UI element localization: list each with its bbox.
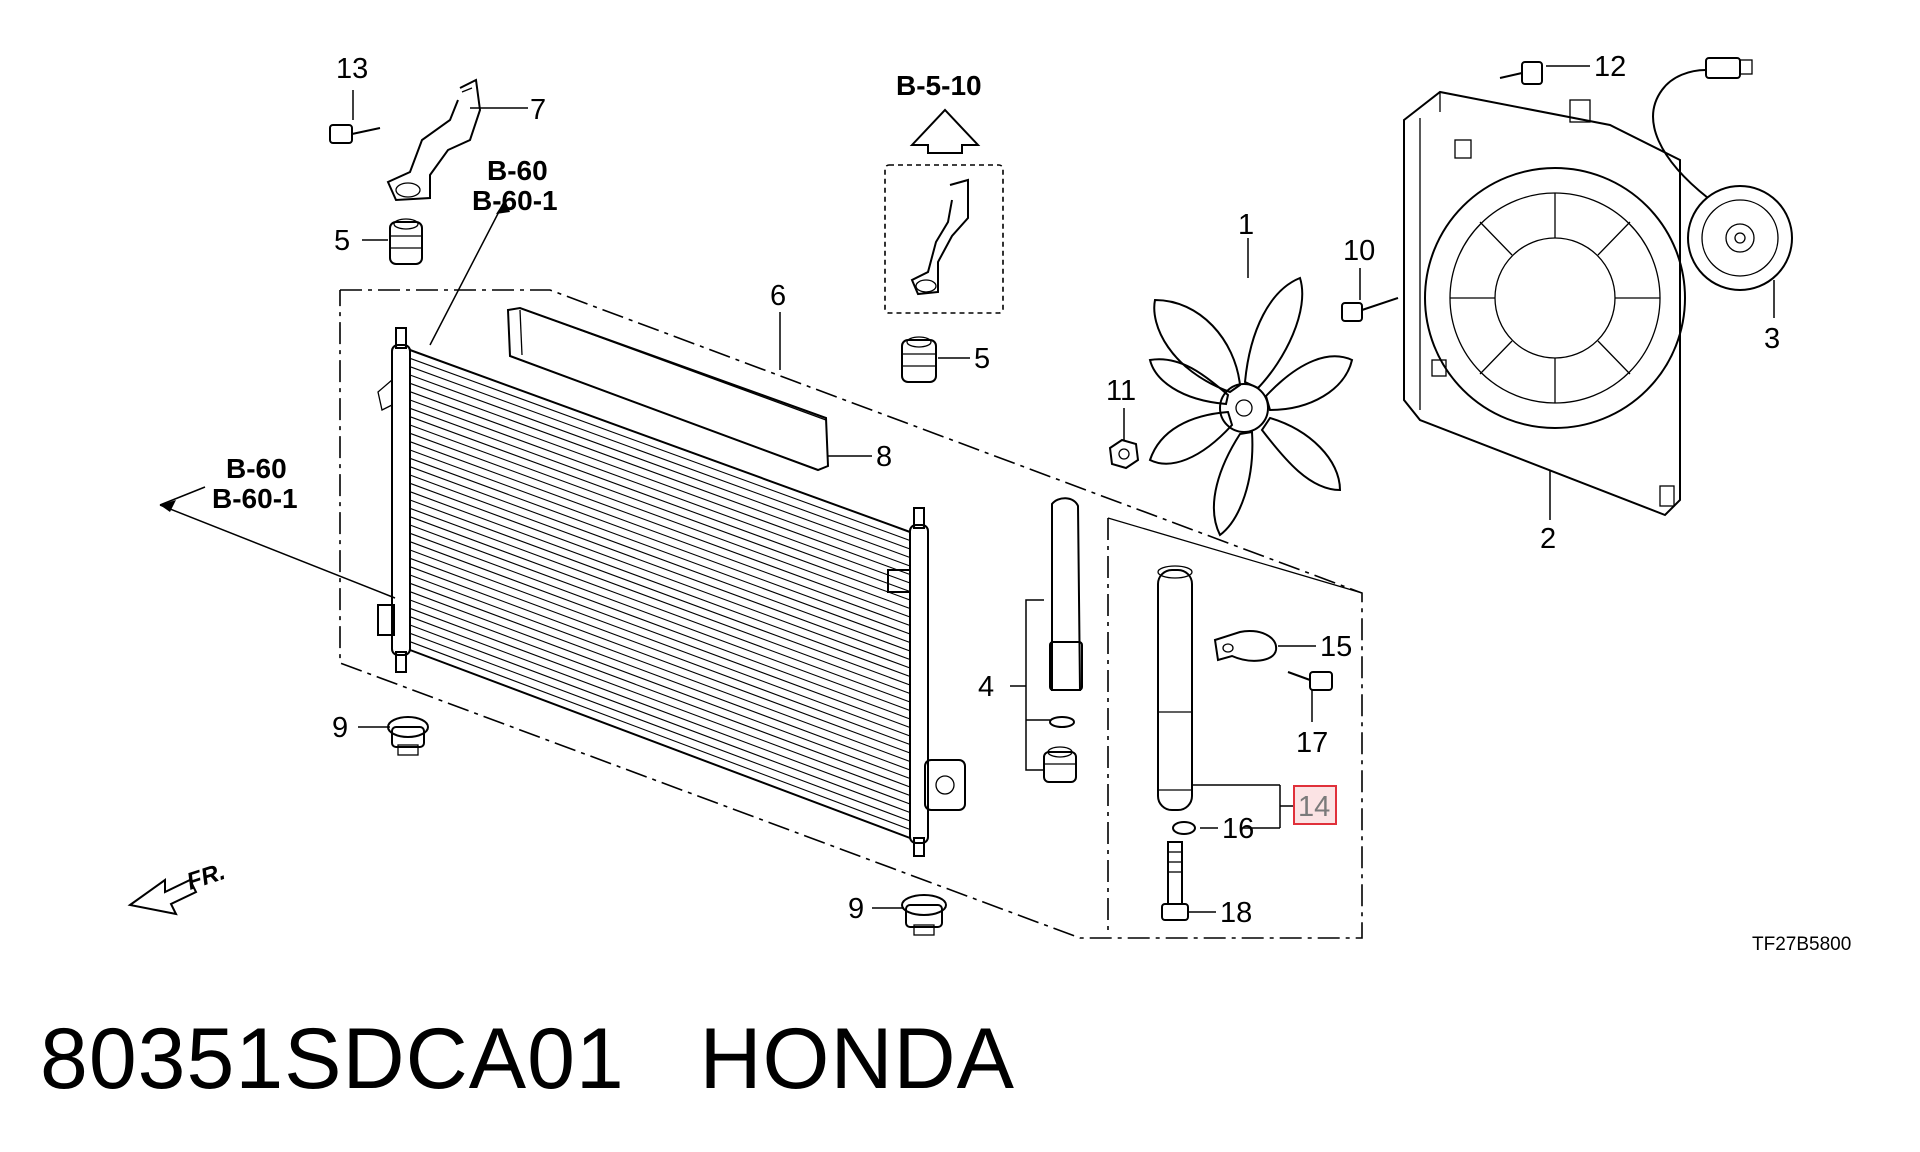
front-label: FR.: [184, 858, 229, 896]
fan-motor: [1652, 57, 1793, 291]
condenser-fins: [409, 357, 911, 831]
condenser-fin: [409, 557, 911, 746]
receiver-dryer: [1157, 565, 1193, 811]
condenser-fin: [409, 516, 911, 703]
condenser-fin: [409, 532, 911, 720]
mount-rubber-5-middle: [901, 336, 937, 383]
fan-shroud: [1403, 90, 1686, 517]
callout-12[interactable]: 12: [1594, 51, 1626, 83]
callout-3[interactable]: 3: [1764, 323, 1780, 355]
desiccant-4: [1043, 497, 1083, 783]
ref-b-5-10[interactable]: B-5-10: [896, 70, 982, 101]
callout-5-top[interactable]: 5: [334, 225, 350, 257]
bolt-12: [1499, 61, 1543, 85]
condenser-fin: [409, 457, 911, 644]
condenser-fin: [409, 632, 911, 822]
condenser-fin: [409, 374, 911, 559]
footer-part-info: 80351SDCA01 HONDA: [40, 1010, 1015, 1109]
condenser-fin: [409, 382, 911, 567]
condenser-fin: [409, 524, 911, 712]
condenser-fin: [409, 582, 911, 771]
bracket-15: [1213, 630, 1278, 662]
condenser-fin: [409, 357, 911, 542]
callout-17[interactable]: 17: [1296, 727, 1328, 759]
condenser-fin: [409, 574, 911, 763]
footer-part-number: 80351SDCA01: [40, 1011, 625, 1107]
condenser-fin: [409, 507, 911, 695]
condenser-boundary: [339, 289, 1363, 939]
nut-11: [1108, 438, 1140, 470]
condenser-fin: [409, 591, 911, 780]
ref-b-60-1-top[interactable]: B-60-1: [472, 185, 558, 216]
callout-labels: 13 7 5 6 8 9 9 5 1 11 10 12 3 2 4 15 17 …: [332, 51, 1780, 929]
condenser-fin: [409, 616, 911, 805]
condenser-fin: [409, 566, 911, 754]
callout-16[interactable]: 16: [1222, 813, 1254, 845]
callout-4[interactable]: 4: [978, 671, 994, 703]
callout-10[interactable]: 10: [1343, 235, 1375, 267]
cushion-9-bottom: [901, 894, 947, 936]
upper-bracket-7: [386, 78, 482, 202]
b-5-10-inset: [884, 108, 1004, 314]
callout-5-middle[interactable]: 5: [974, 343, 990, 375]
highlight-box-14: [1293, 785, 1337, 825]
cushion-9-left: [387, 716, 429, 756]
seal-rubber: [506, 306, 830, 472]
callout-6[interactable]: 6: [770, 280, 786, 312]
condenser-fin: [409, 366, 911, 550]
mount-rubber-5-top: [389, 218, 423, 265]
condenser-fin: [409, 599, 911, 788]
condenser-fin: [409, 432, 911, 618]
callout-2[interactable]: 2: [1540, 523, 1556, 555]
condenser-fin: [409, 549, 911, 737]
ref-b-60-1-left[interactable]: B-60-1: [212, 483, 298, 514]
callout-9-left[interactable]: 9: [332, 712, 348, 744]
bolt-13: [329, 124, 381, 144]
condenser-fin: [409, 416, 911, 601]
condenser-fin: [409, 424, 911, 610]
ref-b-60-top[interactable]: B-60: [487, 155, 548, 186]
callout-7[interactable]: 7: [530, 94, 546, 126]
diagram-code: TF27B5800: [1752, 934, 1851, 955]
callout-1[interactable]: 1: [1238, 209, 1254, 241]
condenser-fin: [409, 624, 911, 814]
callout-9-bottom[interactable]: 9: [848, 893, 864, 925]
condenser-fin: [409, 441, 911, 627]
condenser-fin: [409, 449, 911, 635]
condenser-fin: [409, 399, 911, 584]
footer-brand: HONDA: [699, 1011, 1016, 1107]
condenser-core: [377, 327, 966, 857]
callout-8[interactable]: 8: [876, 441, 892, 473]
reference-labels: B-5-10 B-60 B-60-1 B-60 B-60-1: [212, 70, 982, 514]
ref-b-60-left[interactable]: B-60: [226, 453, 287, 484]
condenser-fin: [409, 641, 911, 831]
front-arrow: FR.: [127, 858, 229, 916]
condenser-fin: [409, 466, 911, 652]
callout-13[interactable]: 13: [336, 53, 368, 85]
condenser-fin: [409, 541, 911, 729]
condenser-fin: [409, 407, 911, 593]
bolt-10: [1341, 297, 1399, 322]
condenser-fin: [409, 491, 911, 678]
leader-lines: [159, 65, 1775, 913]
fan-blade: [1148, 276, 1354, 537]
callout-15[interactable]: 15: [1320, 631, 1352, 663]
callout-18[interactable]: 18: [1220, 897, 1252, 929]
condenser-fin: [409, 607, 911, 797]
bolt-17: [1287, 671, 1333, 691]
callout-11[interactable]: 11: [1106, 375, 1136, 407]
condenser-fin: [409, 391, 911, 576]
condenser-fin: [409, 474, 911, 661]
bolt-18: [1161, 841, 1189, 921]
o-ring-16: [1172, 821, 1196, 835]
receiver-box-boundary: [1107, 517, 1363, 930]
condenser-fin: [409, 482, 911, 669]
condenser-fin: [409, 499, 911, 686]
callout-14[interactable]: 14: [1298, 791, 1330, 823]
